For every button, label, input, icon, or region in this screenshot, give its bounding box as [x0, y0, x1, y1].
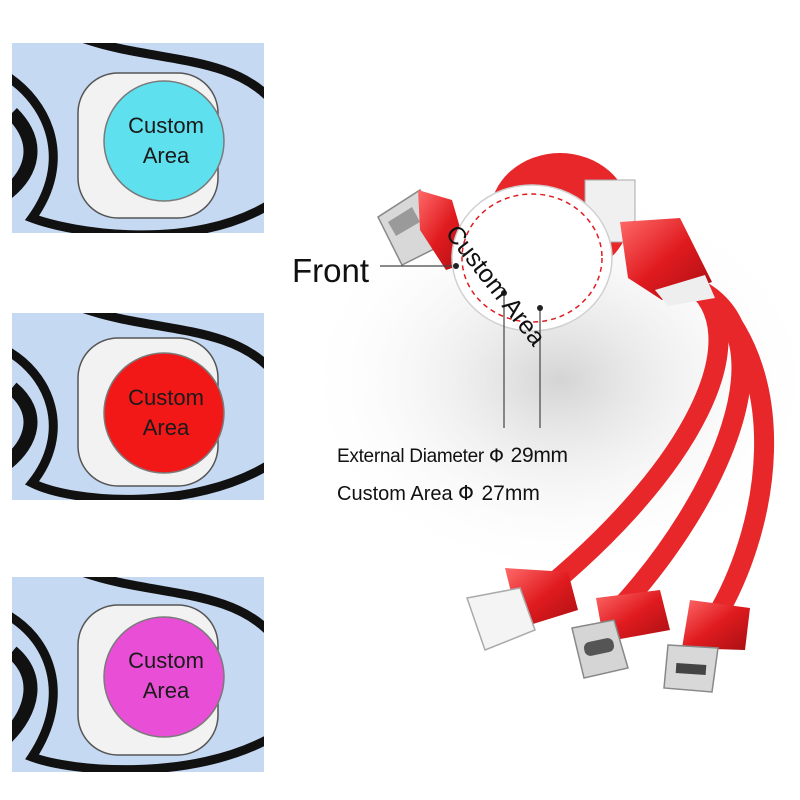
reel-face: [451, 184, 613, 332]
diameter-symbol: Φ: [458, 481, 474, 505]
panel-label-line1: Custom: [128, 113, 204, 138]
front-label: Front: [292, 252, 370, 289]
external-diameter-label: External Diameter: [337, 446, 484, 467]
lightning-connector: [466, 568, 578, 651]
custom-area-disc: [103, 80, 225, 202]
external-diameter-spec: External Diameter Φ 29mm: [337, 444, 568, 468]
variant-panel-red: Custom Area: [12, 313, 264, 500]
custom-area-disc: [103, 352, 225, 474]
panel-label-line1: Custom: [128, 648, 204, 673]
cable-micro-usb: [702, 288, 775, 620]
variant-panel-cyan: Custom Area: [12, 43, 264, 233]
custom-area-outline: [461, 193, 603, 323]
custom-area-value: 27mm: [481, 482, 540, 505]
panel-label-line2: Area: [142, 143, 190, 168]
panel-label-line2: Area: [142, 678, 190, 703]
panel-label-line1: Custom: [128, 385, 204, 410]
custom-area-label: Custom Area: [337, 483, 453, 505]
cable-reel-illustration: [12, 43, 264, 233]
usb-c-connector: [571, 590, 670, 679]
output-connector-housing: [620, 218, 712, 300]
diameter-symbol: Φ: [488, 445, 504, 467]
variant-panel-magenta: Custom Area: [12, 577, 264, 772]
custom-area-spec: Custom Area Φ 27mm: [337, 481, 540, 506]
panel-label-line2: Area: [142, 415, 190, 440]
external-diameter-value: 29mm: [510, 444, 568, 467]
micro-usb-connector: [663, 600, 750, 693]
cable-reel-illustration: [12, 313, 264, 500]
custom-area-disc: [103, 616, 225, 738]
cable-reel-illustration: [12, 577, 264, 772]
